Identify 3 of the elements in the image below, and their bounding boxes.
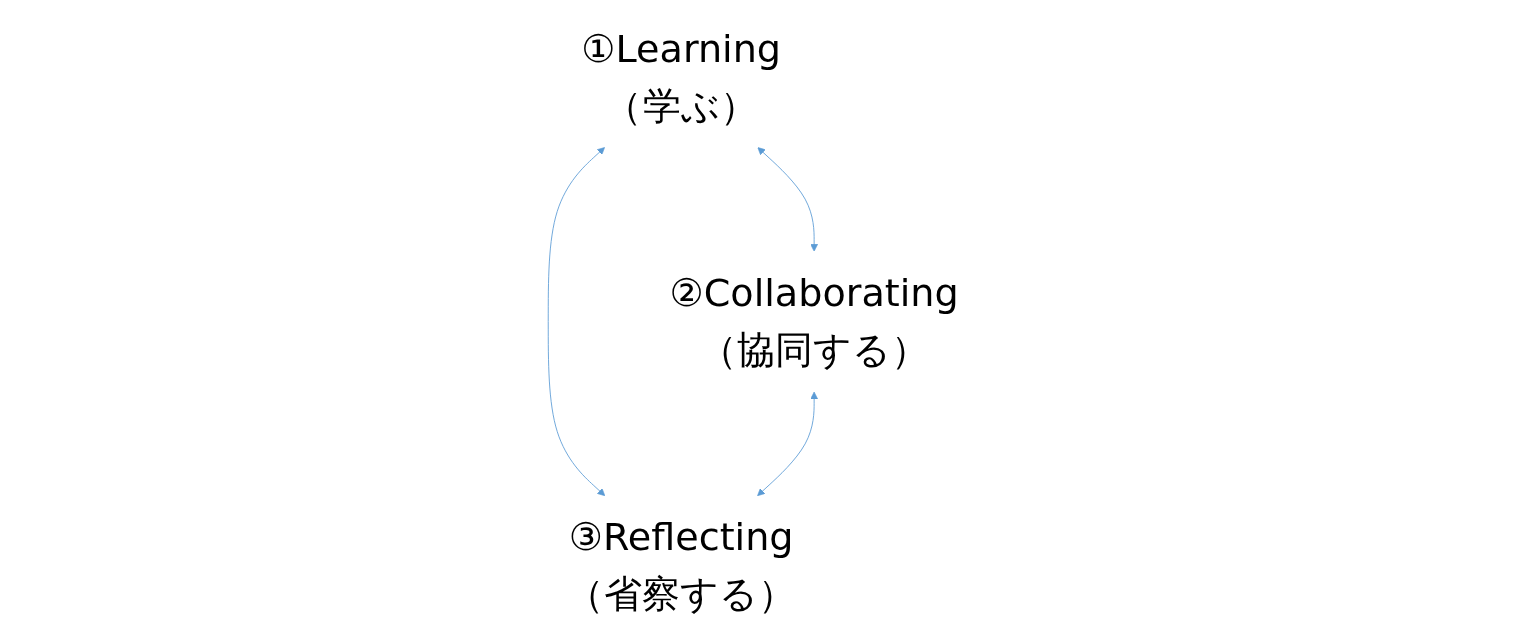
node-text: ②Collaborating （協同する）: [669, 270, 959, 372]
node-text: ③Reflecting （省察する）: [566, 514, 797, 617]
node-text: ①Learning （学ぶ）: [581, 26, 782, 128]
